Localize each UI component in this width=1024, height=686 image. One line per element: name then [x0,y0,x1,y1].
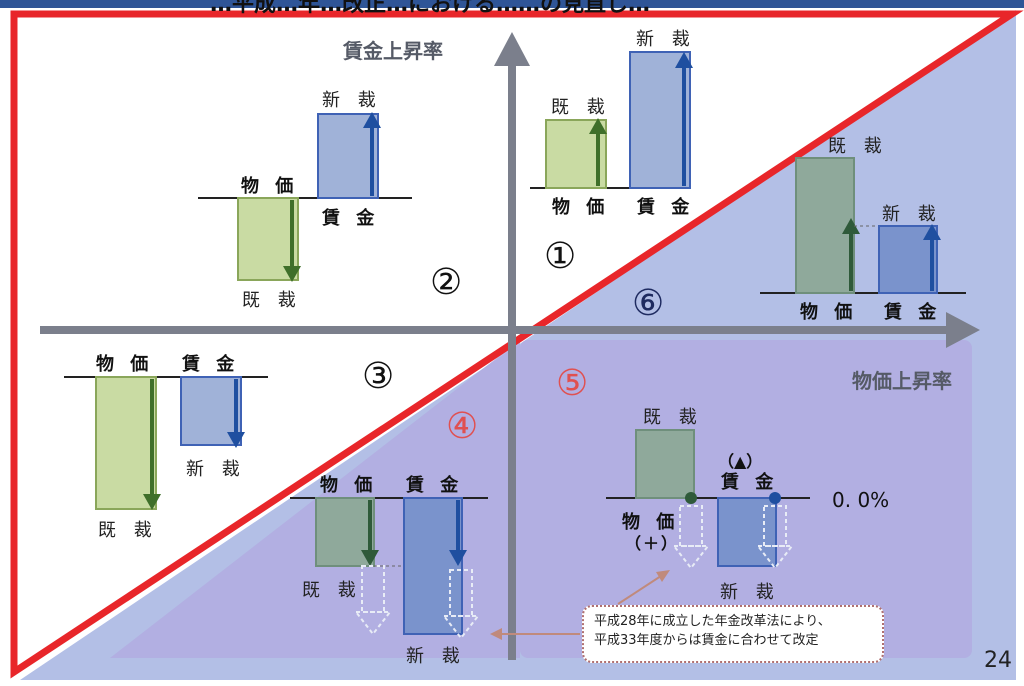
page-number: 24 [984,648,1012,673]
q5-zero-label: 0. 0% [832,488,890,512]
note-box: 平成28年に成立した年金改革法により、 平成33年度からは賃金に合わせて改定 [582,605,884,663]
x-axis-label: 物価上昇率 [852,369,952,393]
q2-arrowhead-price [283,266,301,282]
q3-wage-bottom-label: 新 裁 [186,459,246,480]
q5-wage-label: 賃 金 [721,472,779,493]
q6-wage-top-label: 新 裁 [882,204,942,225]
q4-arrowhead-wage [449,550,467,566]
q1-price-top-label: 既 裁 [551,97,611,118]
q6-number: ⑥ [632,283,665,324]
q5-price-top-label: 既 裁 [643,407,703,428]
header-title: …平成…年…改正…における……の見直し… [210,0,651,17]
q1-wage-top-label: 新 裁 [636,29,696,50]
note-connector-up [617,573,665,605]
header-bar [0,0,1024,8]
q3-arrowhead-price [143,494,161,510]
q6-arrowhead-price [842,218,860,234]
q5-ghost-arrowhead-price [671,545,711,570]
note-line-2: 平成33年度からは賃金に合わせて改定 [594,633,819,648]
q5-number: ⑤ [556,363,589,404]
q4-arrowhead-price [361,550,379,566]
q4-wage-label: 賃 金 [406,475,464,496]
q6-price-top-label: 既 裁 [828,136,888,157]
q1-price-label: 物 価 [552,197,610,218]
q3-price-label: 物 価 [96,354,154,375]
q3-wage-label: 賃 金 [182,354,240,375]
q4-price-bottom-label: 既 裁 [302,580,362,601]
q6-price-label: 物 価 [800,302,858,323]
y-axis-label: 賃金上昇率 [343,39,443,63]
q4-wage-bottom-label: 新 裁 [406,646,466,667]
q4-number: ④ [446,406,479,447]
q2-price-bottom-label: 既 裁 [242,290,302,311]
q5-wage-bottom-label: 新 裁 [720,582,780,603]
q1-arrowhead-wage [675,52,693,68]
q3-bar-price [95,376,157,510]
q5-price-note: （＋） [625,534,680,553]
q5-price-label: 物 価 [622,512,680,533]
q3-price-bottom-label: 既 裁 [98,520,158,541]
note-line-1: 平成28年に成立した年金改革法により、 [594,614,831,629]
q6-bar-price [795,157,855,294]
note-connector-left-head [490,628,502,640]
q1-bar-wage [629,51,691,189]
q3-number: ③ [362,356,395,397]
q4-bar-wage [403,497,463,635]
q2-number: ② [430,262,463,303]
q5-ghost-arrowhead-wage [755,545,795,570]
q1-arrowhead-price [589,118,607,134]
y-axis-arrowhead [494,32,530,66]
q2-wage-label: 賃 金 [322,208,380,229]
q3-arrowhead-wage [227,432,245,448]
q6-wage-label: 賃 金 [884,302,942,323]
q4-price-label: 物 価 [320,475,378,496]
q5-dot-price [685,492,697,504]
q2-wage-top-label: 新 裁 [322,90,382,111]
q2-arrowhead-wage [363,112,381,128]
note-connector-up-head [656,570,670,582]
q2-price-label: 物 価 [241,176,299,197]
q5-dot-wage [769,492,781,504]
q5-bar-wage [717,497,777,567]
q1-wage-label: 賃 金 [637,197,695,218]
q5-bar-price [635,429,695,499]
x-axis-arrowhead [946,312,980,348]
q4-ghost-arrowhead-price [353,611,393,636]
q6-arrowhead-wage [923,224,941,240]
q4-ghost-arrowhead-wage [441,615,481,640]
q5-wage-note: （▲） [718,452,763,471]
q1-number: ① [544,236,577,277]
